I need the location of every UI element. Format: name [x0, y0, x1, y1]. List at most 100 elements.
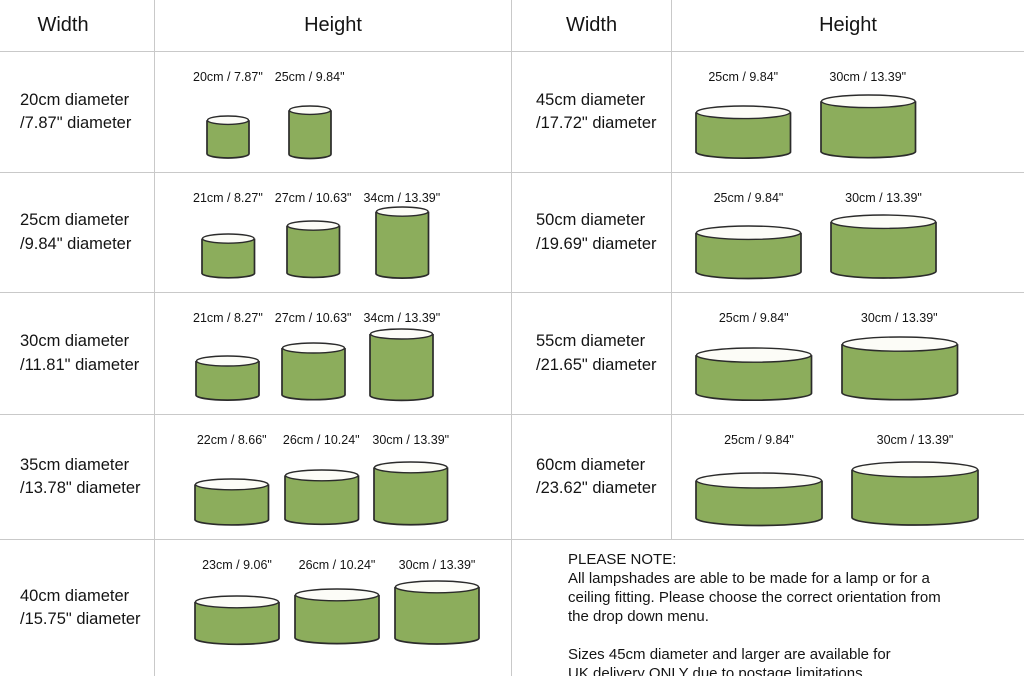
shade-item: 20cm / 7.87" [193, 70, 263, 160]
note-line: UK delivery ONLY due to postage limitati… [568, 665, 863, 676]
width-label-line: /13.78" diameter [20, 479, 141, 497]
width-cell: 55cm diameter/21.65" diameter [512, 293, 672, 415]
lampshade-drum-illustration [373, 461, 449, 526]
shade-item: 30cm / 13.39" [372, 433, 450, 527]
shade-item: 25cm / 9.84" [694, 70, 793, 160]
shade-top-ring [695, 346, 812, 363]
height-cell: 25cm / 9.84" 30cm / 13.39" [672, 293, 1024, 415]
shade-height-label: 25cm / 9.84" [718, 311, 789, 325]
shade-item: 27cm / 10.63" [275, 311, 351, 402]
shade-height-label: 27cm / 10.63" [274, 191, 352, 205]
width-cell: 60cm diameter/23.62" diameter [512, 415, 672, 540]
shade-item: 30cm / 13.39" [819, 70, 918, 160]
shade-height-label: 25cm / 9.84" [713, 191, 784, 205]
shade-body [695, 480, 823, 526]
shade-item: 22cm / 8.66" [193, 433, 271, 527]
shade-item: 25cm / 9.84" [694, 191, 803, 280]
shade-top-ring [294, 588, 380, 602]
shade-body [374, 211, 429, 279]
note-line: the drop down menu. [568, 608, 709, 625]
shade-height-label: 30cm / 13.39" [829, 70, 907, 84]
header-height-left: Height [155, 0, 512, 52]
shade-item: 30cm / 13.39" [840, 311, 960, 402]
width-label-line: 45cm diameter [536, 90, 646, 109]
lampshade-drum-illustration [200, 233, 255, 279]
width-label: 40cm diameter/15.75" diameter [20, 585, 141, 632]
note-line [568, 626, 1008, 645]
lampshade-drum-illustration [369, 327, 435, 401]
header-width-left: Width [0, 0, 155, 52]
note-line: All lampshades are able to be made for a… [568, 570, 930, 587]
width-label: 45cm diameter/17.72" diameter [536, 89, 657, 136]
lampshade-drum-illustration [195, 355, 261, 401]
shade-top-ring [841, 336, 958, 352]
lampshade-drum-illustration [851, 461, 979, 526]
shade-height-label: 26cm / 10.24" [282, 433, 360, 447]
shade-height-label: 26cm / 10.24" [298, 558, 376, 572]
shade-height-label: 25cm / 9.84" [724, 433, 794, 447]
width-label-line: 40cm diameter [20, 586, 130, 605]
shade-height-label: 34cm / 13.39" [363, 311, 441, 325]
shade-item: 30cm / 13.39" [393, 558, 481, 646]
please-note-text: PLEASE NOTE:All lampshades are able to b… [512, 540, 1024, 676]
shade-item: 34cm / 13.39" [363, 191, 440, 280]
shade-body [283, 475, 359, 526]
lampshade-drum-illustration [695, 224, 802, 279]
width-label-line: 60cm diameter [536, 455, 646, 474]
shade-height-label: 22cm / 8.66" [196, 433, 267, 447]
lampshade-drum-illustration [695, 104, 792, 159]
shade-body [286, 225, 341, 279]
lampshade-drum-illustration [819, 94, 916, 159]
lampshade-drum-illustration [194, 478, 270, 526]
width-label-line: /9.84" diameter [20, 234, 132, 253]
shade-item: 23cm / 9.06" [193, 558, 281, 646]
width-cell: 50cm diameter/19.69" diameter [512, 173, 672, 293]
shade-height-label: 20cm / 7.87" [193, 70, 263, 84]
lampshade-drum-illustration [394, 580, 480, 645]
header-width-right: Width [512, 0, 672, 52]
width-label: 60cm diameter/23.62" diameter [536, 454, 657, 501]
height-cell: 25cm / 9.84"30cm / 13.39" [672, 415, 1024, 540]
shade-item: 25cm / 9.84" [694, 433, 824, 527]
lampshade-drum-illustration [286, 220, 341, 279]
lampshade-drum-illustration [194, 595, 280, 645]
lampshade-drum-illustration [287, 104, 332, 159]
header-height-left-label: Height [304, 14, 362, 36]
shade-top-ring [820, 94, 916, 109]
shade-top-ring [375, 206, 429, 217]
lampshade-drum-illustration [695, 471, 823, 526]
shade-height-label: 30cm / 13.39" [372, 433, 450, 447]
lampshade-drum-illustration [206, 115, 250, 159]
width-label-line: 50cm diameter [536, 211, 646, 230]
shade-height-label: 21cm / 8.27" [193, 191, 263, 205]
shade-top-ring [194, 595, 280, 609]
lampshade-drum-illustration [830, 214, 937, 279]
shade-top-ring [695, 104, 791, 119]
shade-height-label: 30cm / 13.39" [398, 558, 476, 572]
width-label-line: 25cm diameter [20, 211, 130, 230]
shade-body [194, 484, 270, 526]
note-line: Sizes 45cm diameter and larger are avail… [568, 646, 891, 663]
shade-item: 25cm / 9.84" [275, 70, 345, 160]
width-cell: 25cm diameter/9.84" diameter [0, 173, 155, 293]
height-cell: 25cm / 9.84"30cm / 13.39" [672, 173, 1024, 293]
shade-body [369, 333, 435, 401]
width-label-line: 20cm diameter [20, 90, 130, 109]
shade-height-label: 34cm / 13.39" [363, 191, 441, 205]
width-label: 35cm diameter/13.78" diameter [20, 454, 141, 501]
lampshade-drum-illustration [695, 346, 813, 401]
header-width-right-label: Width [565, 14, 618, 36]
shade-body [695, 232, 802, 279]
header-height-right-label: Height [819, 14, 877, 36]
height-cell: 23cm / 9.06" 26cm / 10.24" 30cm / 13.39" [155, 540, 512, 676]
shade-body [287, 109, 332, 159]
shade-body [200, 238, 255, 279]
width-cell: 40cm diameter/15.75" diameter [0, 540, 155, 676]
shade-body [394, 586, 480, 645]
shade-height-label: 25cm / 9.84" [274, 70, 345, 84]
shade-top-ring [201, 233, 255, 244]
width-label-line: /15.75" diameter [20, 610, 141, 628]
width-label-line: /19.69" diameter [536, 234, 657, 253]
shade-body [851, 469, 979, 526]
shade-body [194, 601, 280, 645]
